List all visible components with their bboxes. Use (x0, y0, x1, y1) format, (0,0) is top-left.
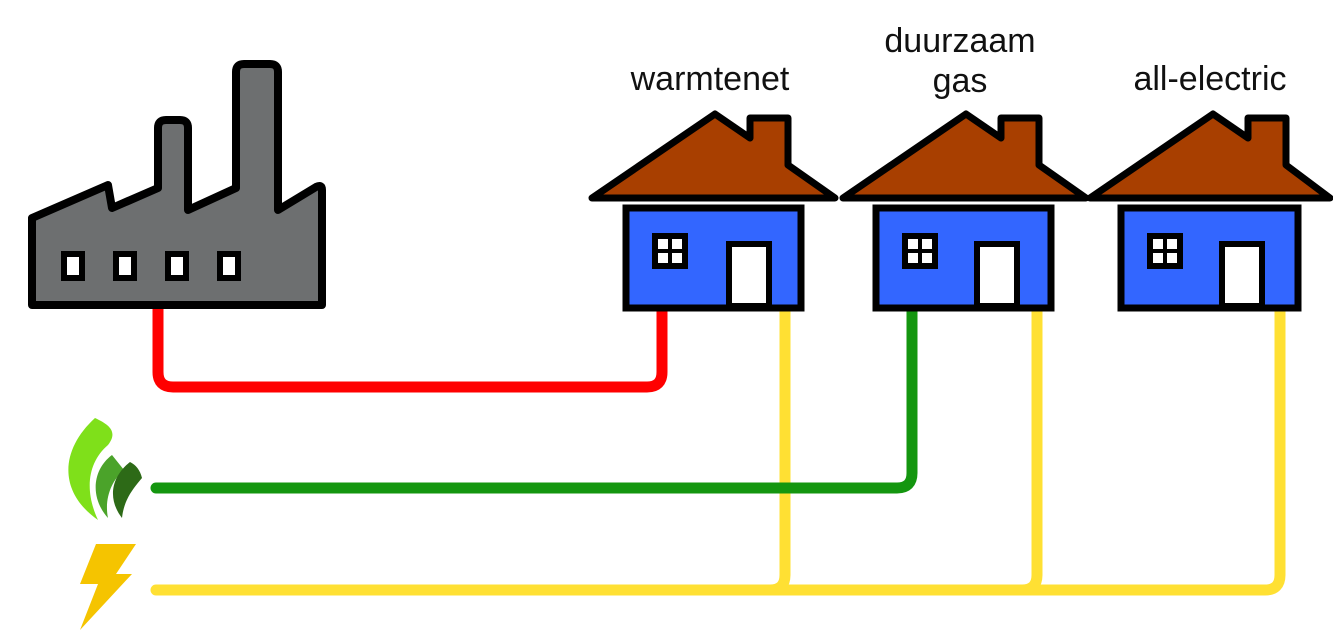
green-flame-icon (68, 418, 142, 520)
factory-windows (61, 251, 241, 281)
connection-lines (150, 302, 1286, 596)
electric-cable-branch-gas (1016, 302, 1043, 596)
house-warmtenet: warmtenet (588, 60, 839, 312)
label-gas: gas (933, 62, 988, 100)
heat-pipe (152, 302, 668, 393)
factory-window (165, 251, 189, 281)
house-window (652, 233, 688, 269)
factory-window (61, 251, 85, 281)
house-duurzaam-gas: duurzaam gas (839, 22, 1090, 312)
house-roof (1086, 110, 1333, 202)
house-all-electric: all-electric (1086, 60, 1333, 312)
lightning-bolt-icon (80, 544, 136, 630)
house-window (1147, 233, 1183, 269)
house-door (726, 241, 772, 309)
electric-cable-branch-warmtenet (764, 302, 791, 596)
factory-window (113, 251, 137, 281)
house-icon (839, 110, 1090, 312)
label-duurzaam: duurzaam (884, 22, 1035, 60)
gas-pipe (150, 302, 918, 494)
house-roof (839, 110, 1090, 202)
factory-window (217, 251, 241, 281)
electric-cable-main (150, 302, 1286, 596)
house-icon (1086, 110, 1333, 312)
house-door (1219, 241, 1265, 309)
label-all-electric: all-electric (1133, 60, 1286, 98)
factory-icon (28, 60, 326, 309)
house-window (902, 233, 938, 269)
house-roof (588, 110, 839, 202)
label-warmtenet: warmtenet (630, 60, 790, 98)
house-door (974, 241, 1020, 309)
house-icon (588, 110, 839, 312)
